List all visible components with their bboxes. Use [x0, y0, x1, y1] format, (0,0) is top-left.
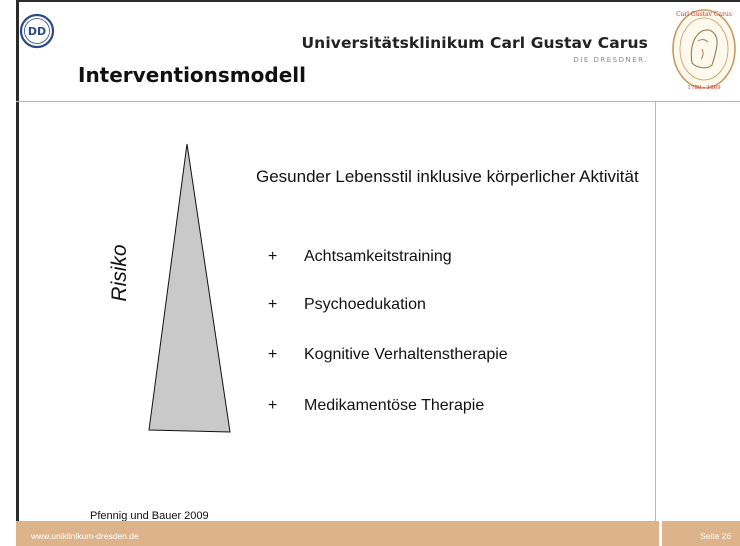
brand-subtitle: DIE DRESDNER.: [573, 56, 648, 64]
svg-text:DD: DD: [28, 25, 46, 38]
svg-text:1789 - 1869: 1789 - 1869: [687, 85, 721, 91]
plus-marker: +: [268, 346, 278, 363]
list-item-label: Achtsamkeitstraining: [304, 248, 452, 265]
frame-left-border: [16, 0, 19, 546]
page-number: Seite 26: [700, 531, 732, 541]
risk-triangle: [148, 143, 231, 433]
plus-marker: +: [268, 296, 278, 313]
list-item: + Medikamentöse Therapie: [268, 397, 484, 415]
footer-bar: [16, 521, 659, 546]
list-item: + Kognitive Verhaltenstherapie: [268, 346, 508, 364]
frame-top-border: [16, 0, 740, 2]
dd-logo: DD: [19, 13, 55, 49]
side-divider: [655, 101, 656, 521]
list-item-label: Kognitive Verhaltenstherapie: [304, 346, 508, 363]
list-item: + Psychoedukation: [268, 296, 426, 314]
plus-marker: +: [268, 248, 278, 265]
citation: Pfennig und Bauer 2009: [90, 510, 209, 522]
list-item: + Achtsamkeitstraining: [268, 248, 452, 266]
lead-text: Gesunder Lebensstil inklusive körperlich…: [256, 167, 639, 186]
brand-title: Universitätsklinikum Carl Gustav Carus: [301, 34, 648, 52]
footer-bar-right: [662, 521, 740, 546]
list-item-label: Medikamentöse Therapie: [304, 397, 485, 414]
slide-title: Interventionsmodell: [78, 63, 306, 87]
plus-marker: +: [268, 397, 278, 414]
header-divider: [16, 101, 740, 102]
carus-seal-logo: Carl Gustav Carus 1789 - 1869: [672, 9, 736, 91]
svg-text:Carl Gustav Carus: Carl Gustav Carus: [676, 11, 732, 18]
footer-url-link[interactable]: www.uniklinikum-dresden.de: [31, 531, 139, 541]
list-item-label: Psychoedukation: [304, 296, 426, 313]
risk-axis-label: Risiko: [108, 244, 131, 302]
